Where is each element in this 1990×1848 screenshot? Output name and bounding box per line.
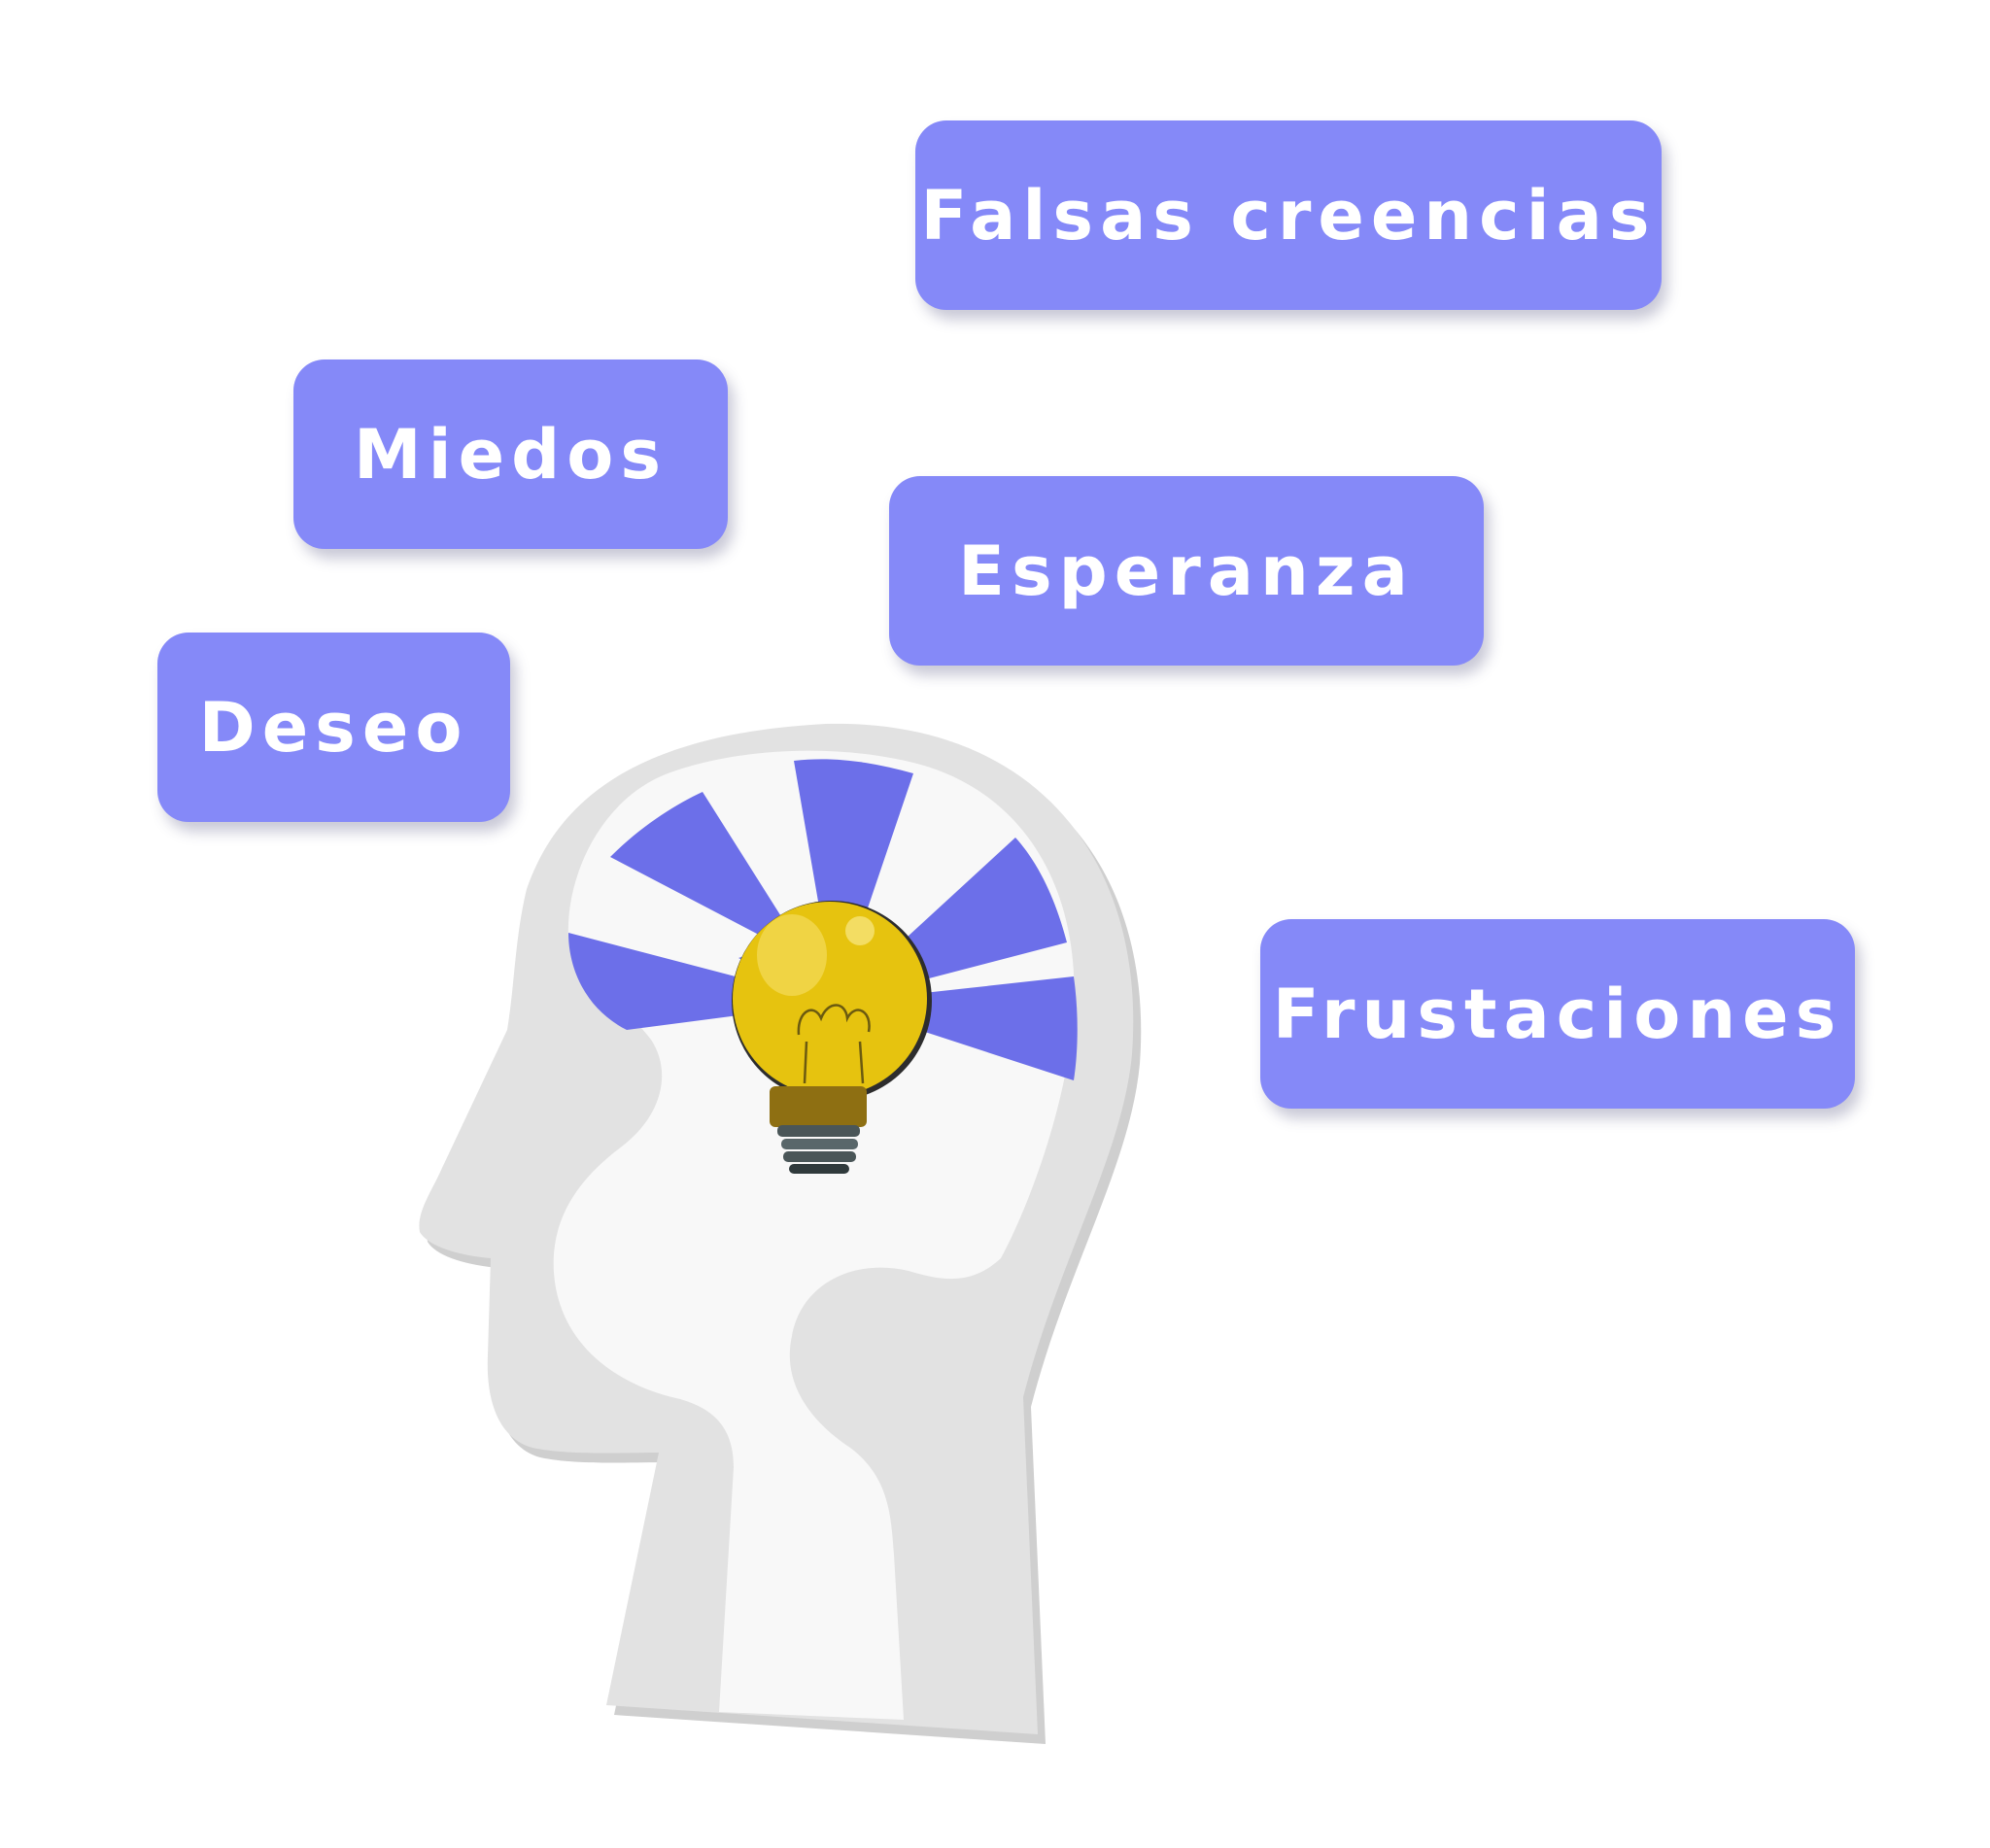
- label-chip-esperanza: Esperanza: [889, 476, 1484, 666]
- lightbulb-icon: [732, 901, 932, 1174]
- label-chip-frustaciones: Frustaciones: [1260, 919, 1855, 1109]
- label-chip-falsas-creencias: Falsas creencias: [915, 120, 1662, 310]
- label-chip-miedos: Miedos: [293, 359, 728, 549]
- ray-3: [794, 759, 913, 1003]
- label-chip-deseo: Deseo: [157, 633, 510, 822]
